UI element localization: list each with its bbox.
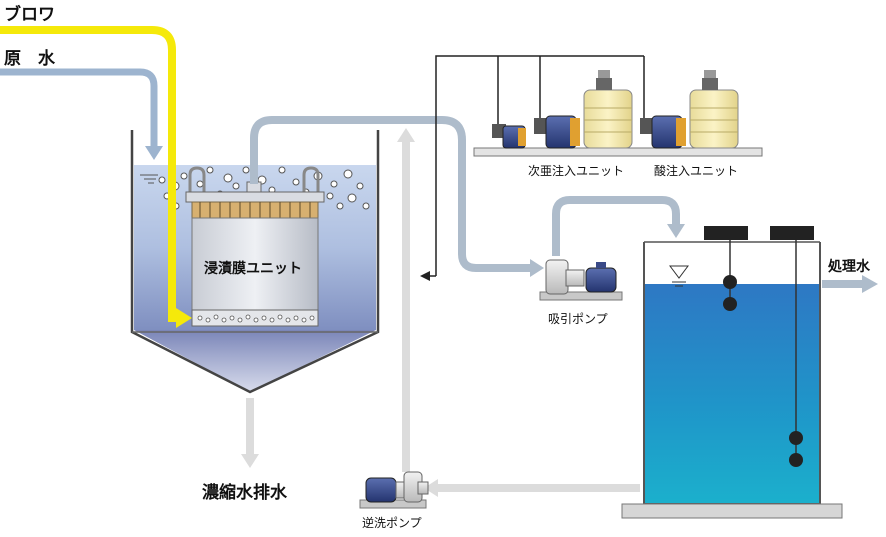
suction-arrow [530, 259, 544, 277]
chemical-line [428, 55, 645, 277]
dosing-pump-hypo [534, 115, 580, 149]
concentrate-drain-label: 濃縮水排水 [202, 483, 287, 503]
tank-inlet-arrow [667, 224, 685, 238]
dosing-pump-small [492, 124, 526, 149]
suction-line [250, 116, 532, 272]
raw-water-line [0, 68, 158, 148]
suction-pump [539, 259, 623, 301]
backwash-arrow-up [397, 128, 415, 142]
treated-water-label: 処理水 [828, 259, 870, 275]
raw-water-arrow [145, 146, 163, 160]
drain-arrow [241, 454, 259, 468]
hypochlorite-unit-label: 次亜注入ユニット [528, 164, 625, 178]
raw-water-label: 原 水 [4, 49, 55, 69]
treated-water-tank [621, 226, 843, 519]
chemical-shelf [473, 147, 763, 157]
chemical-arrow [420, 271, 430, 281]
dosing-pump-acid [640, 115, 686, 149]
suction-pump-label: 吸引ポンプ [548, 312, 608, 326]
membrane-unit [185, 166, 325, 327]
backwash-pump-label: 逆洗ポンプ [362, 516, 422, 530]
chemical-tank-hypo [583, 70, 633, 149]
blower-label: ブロワ [4, 5, 55, 25]
chemical-tank-acid [689, 70, 739, 149]
air-arrow [176, 308, 192, 328]
blower-air-line [0, 26, 178, 322]
pump-outlet-line [552, 196, 680, 256]
backwash-pump [359, 471, 429, 509]
backwash-arrow-left [424, 479, 438, 497]
membrane-unit-label: 浸漬膜ユニット [204, 261, 302, 277]
acid-unit-label: 酸注入ユニット [654, 164, 739, 178]
treated-water-arrow [862, 275, 878, 293]
